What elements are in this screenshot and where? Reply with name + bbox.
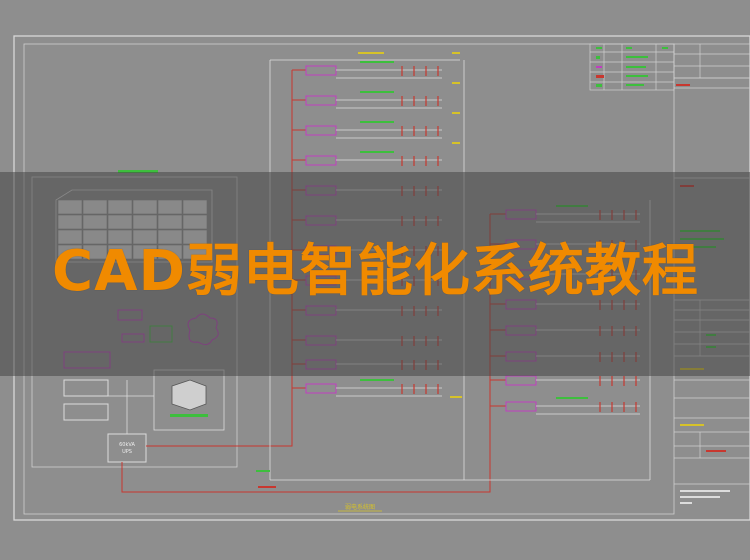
ups-label-line2: UPS — [122, 449, 132, 455]
bottom-caption: 弱电系统图 — [345, 503, 375, 511]
bottom-red-tag — [258, 486, 276, 488]
title-banner — [0, 172, 750, 376]
ups-label-line1: 60kVA — [119, 442, 135, 448]
bottom-green-tag — [256, 470, 270, 472]
banner-title: CAD弱电智能化系统教程 — [52, 239, 699, 304]
